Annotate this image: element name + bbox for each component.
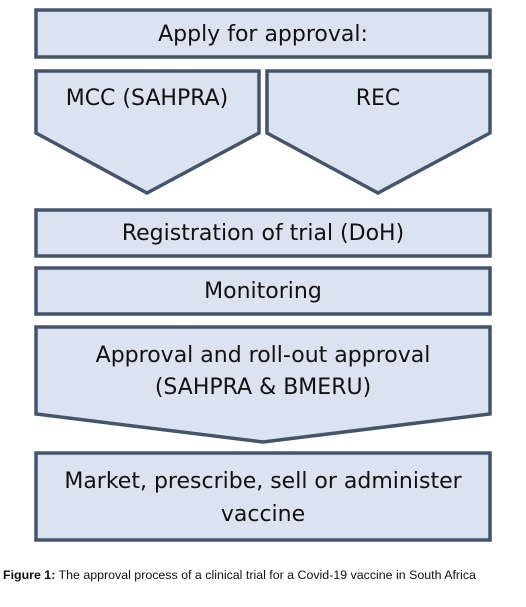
rec-chevron xyxy=(265,69,492,195)
approval-label-line2: (SAHPRA & BMERU) xyxy=(155,375,371,400)
monitoring-step: Monitoring xyxy=(34,266,492,316)
apply-step: Apply for approval: xyxy=(34,8,492,59)
approval-step: Approval and roll-out approval (SAHPRA &… xyxy=(34,325,492,444)
market-box xyxy=(34,451,492,542)
registration-box xyxy=(34,208,492,258)
figure-caption: Figure 1: The approval process of a clin… xyxy=(3,568,523,582)
caption-label: Figure 1: xyxy=(3,568,56,582)
registration-step: Registration of trial (DoH) xyxy=(34,208,492,258)
mcc-chevron xyxy=(34,69,261,195)
approval-chevron xyxy=(34,325,492,444)
apply-box xyxy=(34,8,492,59)
monitoring-label: Monitoring xyxy=(204,279,322,304)
market-label-line1: Market, prescribe, sell or administer xyxy=(64,469,462,494)
caption-text: The approval process of a clinical trial… xyxy=(55,568,476,582)
mcc-label: MCC (SAHPRA) xyxy=(66,86,229,111)
monitoring-box xyxy=(34,266,492,316)
rec-label: REC xyxy=(356,86,401,111)
mcc-step: MCC (SAHPRA) xyxy=(34,69,261,195)
market-label-line2: vaccine xyxy=(221,502,305,527)
approval-label-line1: Approval and roll-out approval xyxy=(96,343,431,368)
registration-label: Registration of trial (DoH) xyxy=(122,221,404,246)
market-step: Market, prescribe, sell or administer va… xyxy=(34,451,492,542)
apply-label: Apply for approval: xyxy=(158,22,368,47)
approval-flow-diagram: Apply for approval: MCC (SAHPRA) REC Reg… xyxy=(34,8,492,542)
rec-step: REC xyxy=(265,69,492,195)
